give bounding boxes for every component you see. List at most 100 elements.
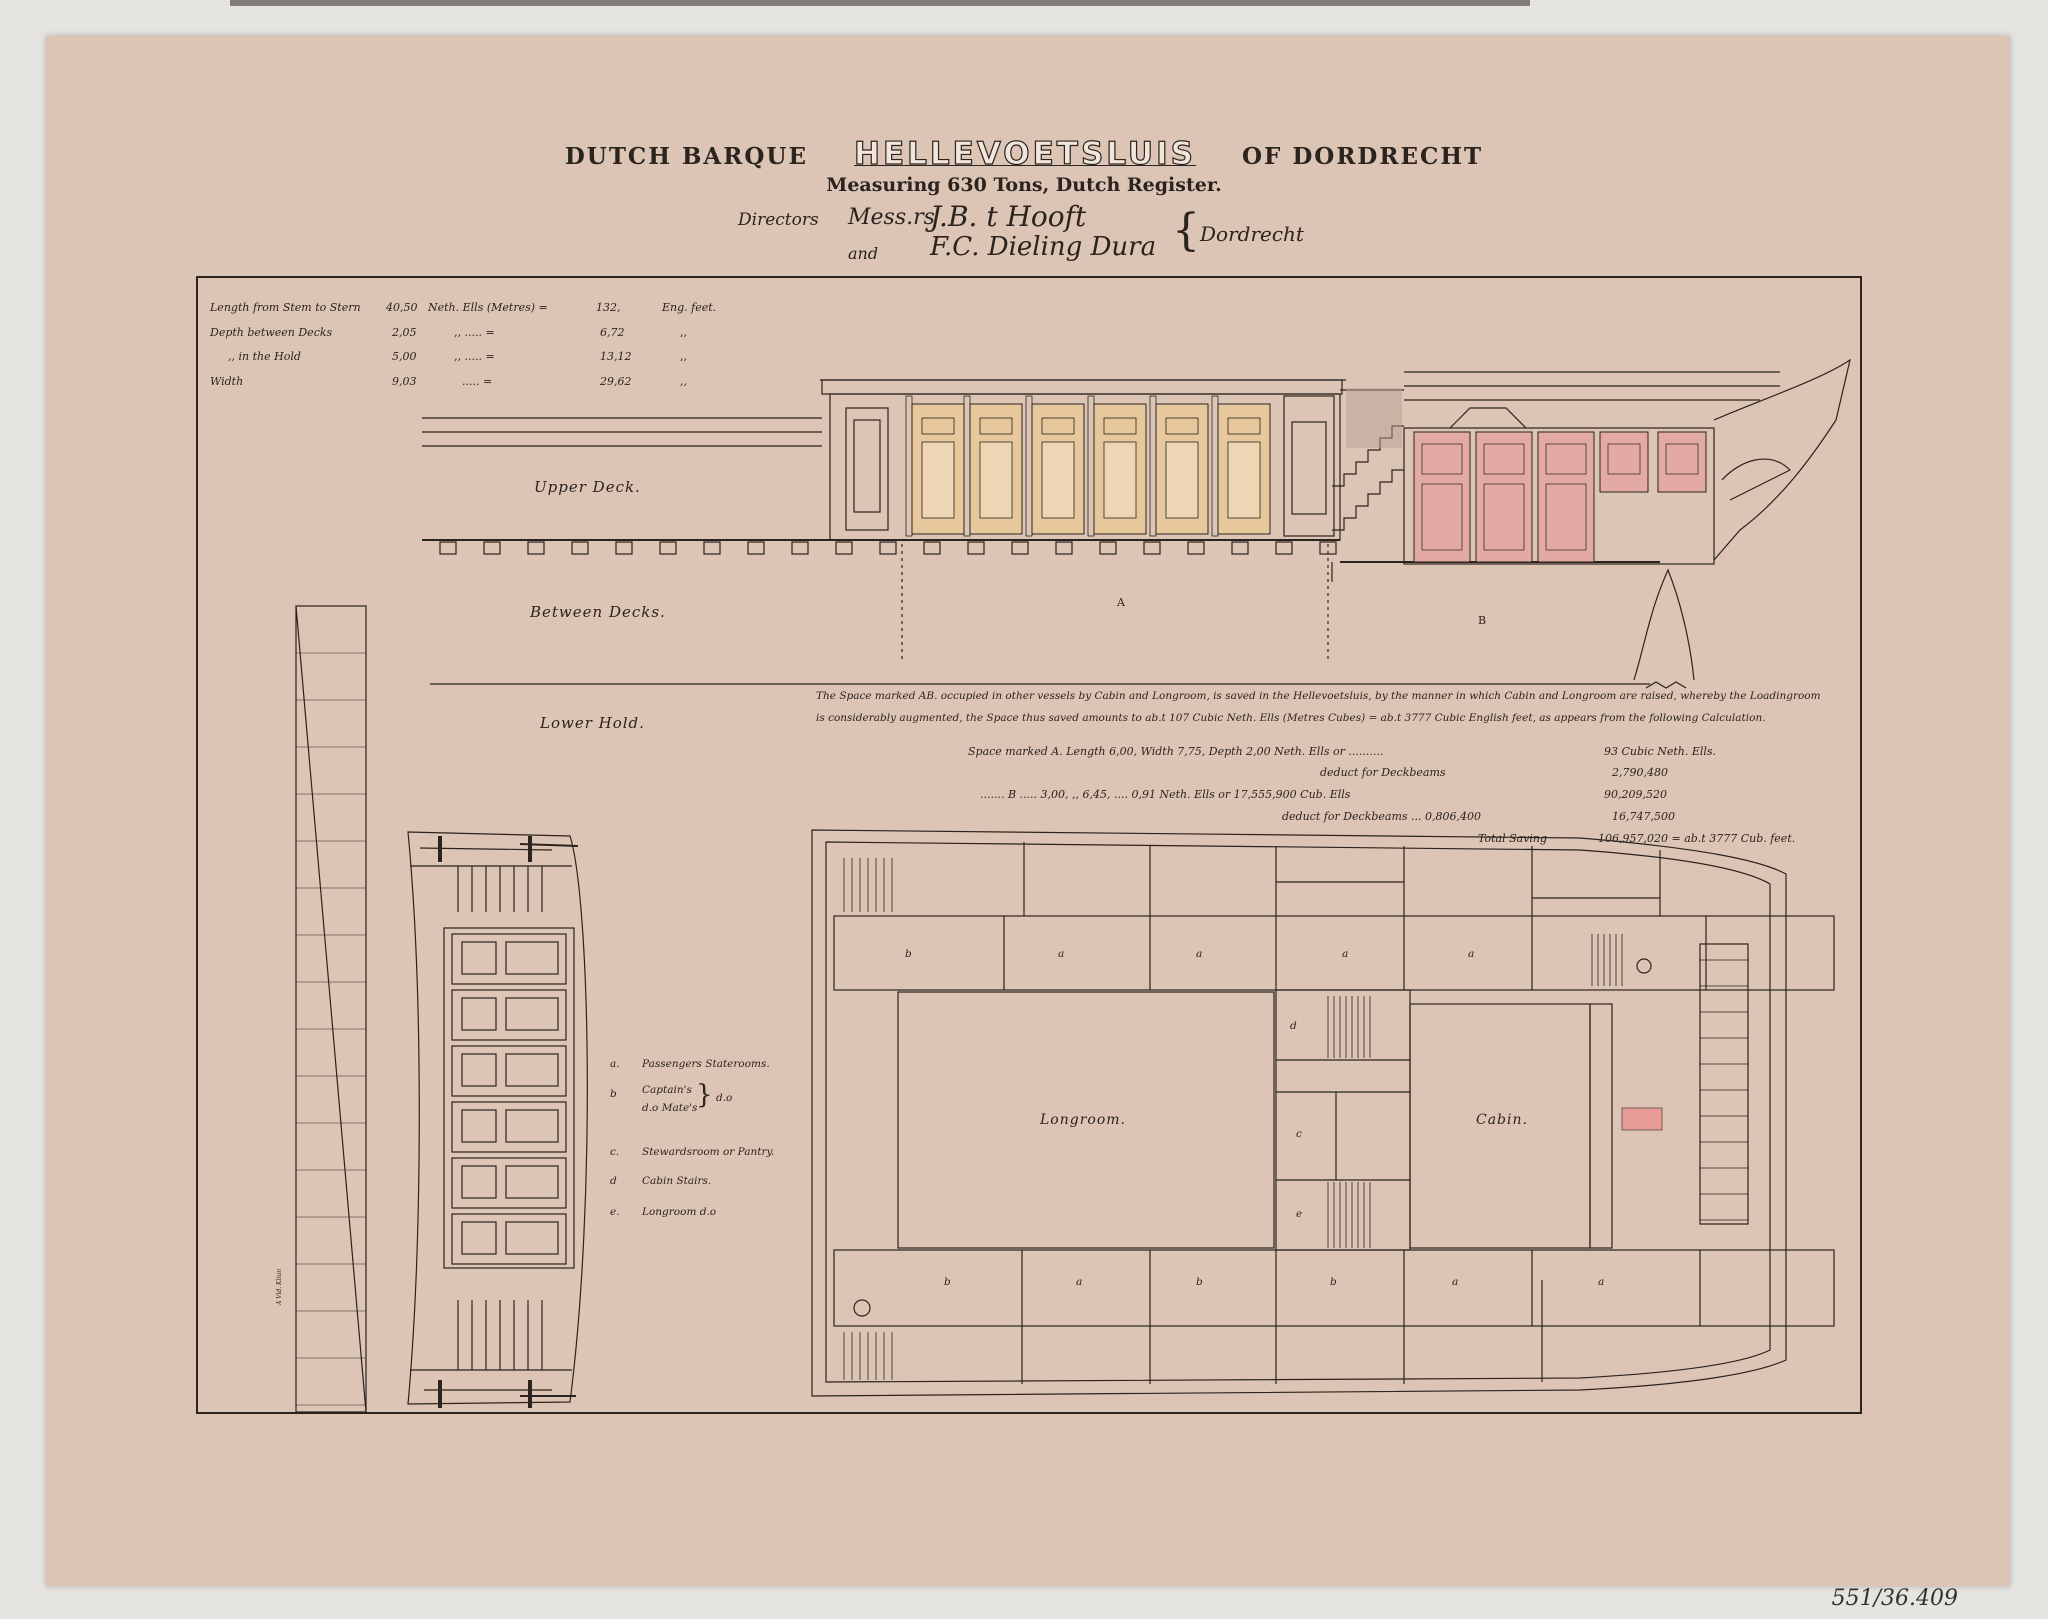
- stern-cabin-window: [461, 997, 497, 1031]
- marker-b: B: [1478, 614, 1487, 627]
- stern-cabin-window: [461, 1221, 497, 1255]
- cabin-panel: [1475, 431, 1533, 563]
- plan-letter-a-top-4: a: [1468, 948, 1475, 960]
- key-text-b: Captain's: [642, 1084, 692, 1096]
- deck-beam: [1319, 541, 1337, 555]
- plan-letter-b-bot-3: b: [1330, 1276, 1337, 1288]
- key-text-e: Longroom d.o: [642, 1206, 717, 1218]
- stern-cabin-window: [461, 1053, 497, 1087]
- label-between-decks: Between Decks.: [530, 603, 666, 621]
- key-text-c: Stewardsroom or Pantry.: [642, 1146, 775, 1158]
- deck-beam: [483, 541, 501, 555]
- main-plan: [811, 829, 1835, 1397]
- plan-letter-b-bot-2: b: [1196, 1276, 1203, 1288]
- calc-total-value: 106,957,020 = ab.t 3777 Cub. feet.: [1598, 832, 1796, 845]
- calc-total-label: Total Saving: [1478, 832, 1548, 845]
- deck-beams: [439, 541, 1337, 555]
- key-letter-b: b: [610, 1088, 617, 1100]
- key-letter-c: c.: [610, 1146, 620, 1158]
- dim-row-3-unit: ..... =: [462, 375, 493, 388]
- key-letter-d: d: [610, 1175, 617, 1187]
- room-longroom: Longroom.: [1040, 1112, 1126, 1128]
- bow: [1713, 358, 1851, 561]
- cabin-panel-inset-top: [1665, 443, 1699, 475]
- calc-row-2: deduct for Deckbeams: [1320, 766, 1446, 779]
- calc-row-1-result: 93 Cubic Neth. Ells.: [1604, 745, 1717, 758]
- deck-beam: [791, 541, 809, 555]
- dim-row-1-label: Depth between Decks: [210, 326, 333, 339]
- stern-plan: [407, 831, 588, 1408]
- dim-row-0-feet-unit: Eng. feet.: [662, 301, 717, 314]
- key-text-d: Cabin Stairs.: [642, 1175, 712, 1187]
- deck-beam: [1143, 541, 1161, 555]
- door-inset: [1165, 441, 1199, 519]
- note-line-1: The Space marked AB. occupied in other v…: [816, 690, 1821, 702]
- plan-letter-d: d: [1290, 1020, 1297, 1032]
- dim-row-2-label: ,, in the Hold: [228, 350, 301, 363]
- stern-cabin-window: [461, 1109, 497, 1143]
- photo-edge-shadow: [230, 0, 1530, 6]
- cabin-panel: [1413, 431, 1471, 563]
- calc-row-3-result: 90,209,520: [1604, 788, 1667, 801]
- brace: {: [1172, 205, 1200, 256]
- pilaster: [1149, 395, 1157, 537]
- pilaster: [1025, 395, 1033, 537]
- cabin-panel-inset-top: [1545, 443, 1587, 475]
- stern-cabin-berth: [505, 1221, 559, 1255]
- deck-beam: [1055, 541, 1073, 555]
- deck-beam: [1275, 541, 1293, 555]
- stern-cabin: [451, 1157, 567, 1209]
- stern-cabin: [451, 1213, 567, 1265]
- dim-row-0-unit: Neth. Ells (Metres) =: [428, 301, 548, 314]
- deck-beam: [1099, 541, 1117, 555]
- drawing-frame: [196, 276, 1862, 1414]
- door-inset-top: [1227, 417, 1261, 435]
- dim-row-3-label: Width: [210, 375, 244, 388]
- key-letter-a: a.: [610, 1058, 620, 1070]
- director-name-1: J.B. t Hooft: [930, 200, 1087, 233]
- directors-messrs: Mess.rs: [848, 205, 935, 230]
- pilaster: [963, 395, 971, 537]
- dim-row-3-metres: 9,03: [392, 375, 417, 388]
- cabin-panel: [1657, 431, 1707, 493]
- door-inset: [1227, 441, 1261, 519]
- cabin-outline: [1409, 1003, 1591, 1249]
- title-prefix: DUTCH BARQUE: [564, 143, 808, 170]
- note-line-2: is considerably augmented, the Space thu…: [816, 712, 1766, 724]
- door-inset-top: [979, 417, 1013, 435]
- deck-beam: [835, 541, 853, 555]
- title-suffix: OF DORDRECHT: [1241, 143, 1484, 170]
- marker-a: A: [1117, 596, 1125, 609]
- door-inset-top: [921, 417, 955, 435]
- dim-row-3-feet-unit: ,,: [680, 375, 687, 388]
- calc-row-3: ....... B ..... 3,00, ,, 6,45, .... 0,91…: [980, 788, 1351, 801]
- dim-row-1-unit: ,, ..... =: [454, 326, 495, 339]
- cabin-door-panels-yellow: [905, 395, 1271, 537]
- subtitle: Measuring 630 Tons, Dutch Register.: [826, 174, 1222, 196]
- plan-letter-c: c: [1296, 1128, 1302, 1140]
- calc-row-4-result: 16,747,500: [1612, 810, 1675, 823]
- dim-row-0-feet: 132,: [596, 301, 621, 314]
- deck-beam: [1011, 541, 1029, 555]
- plan-letter-a-top-1: a: [1058, 948, 1065, 960]
- deck-beam: [923, 541, 941, 555]
- pilaster: [1087, 395, 1095, 537]
- deck-beam: [659, 541, 677, 555]
- title: DUTCH BARQUE HELLEVOETSLUIS OF DORDRECHT: [0, 135, 2048, 172]
- deck-beam: [879, 541, 897, 555]
- directors-label: Directors: [738, 210, 819, 230]
- stern-cabin-window: [461, 941, 497, 975]
- plan-letter-a-top-2: a: [1196, 948, 1203, 960]
- label-lower-hold: Lower Hold.: [540, 714, 645, 732]
- cabin-panel-inset-bottom: [1545, 483, 1587, 551]
- dim-row-0-metres: 40,50: [386, 301, 418, 314]
- room-cabin: Cabin.: [1476, 1112, 1528, 1128]
- cabin-door-panels-pink: [1413, 431, 1707, 563]
- cabin-panel-inset-top: [1421, 443, 1463, 475]
- directors-and: and: [848, 244, 879, 263]
- plan-letter-a-top-3: a: [1342, 948, 1349, 960]
- paper-sheet: [46, 36, 2010, 1586]
- dim-row-2-feet: 13,12: [600, 350, 632, 363]
- door-inset-top: [1165, 417, 1199, 435]
